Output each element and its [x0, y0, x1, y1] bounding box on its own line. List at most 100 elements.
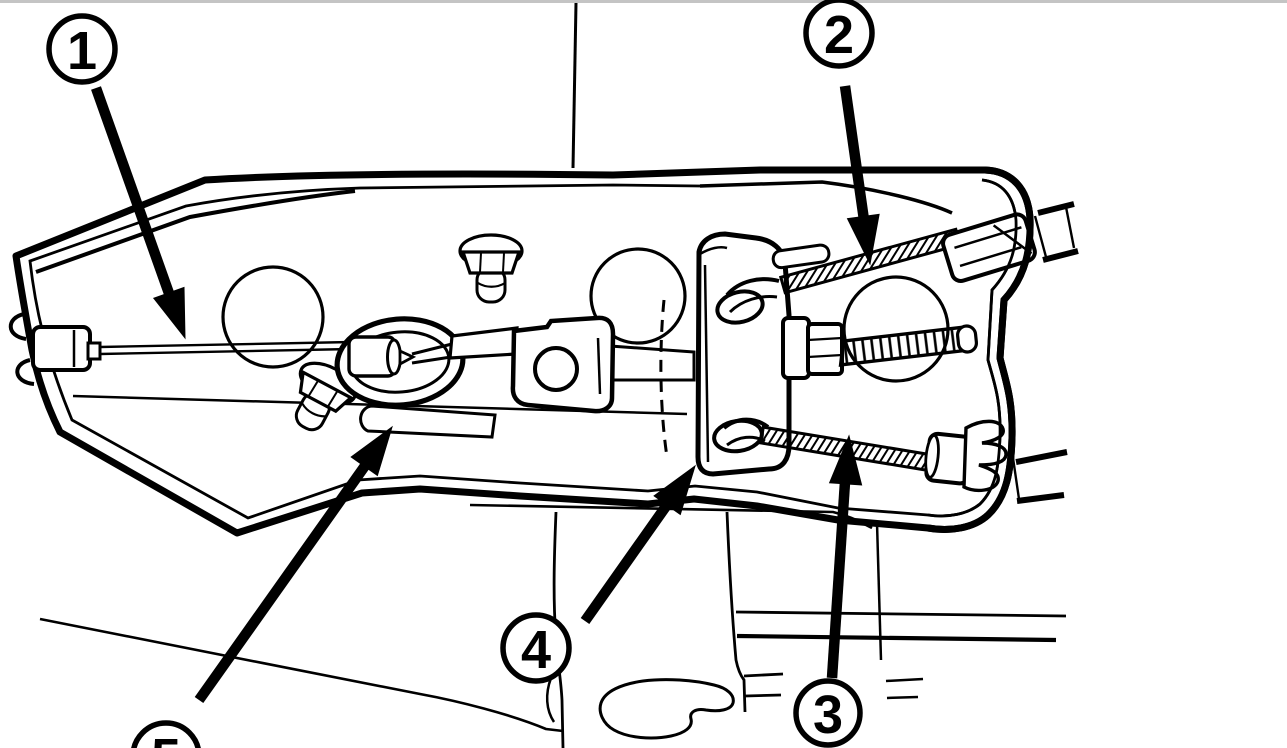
top-edge-border — [0, 0, 1287, 3]
equalizer-stem-bottom — [411, 355, 452, 365]
arrow-shaft — [580, 498, 674, 625]
frame-line-arc — [545, 677, 556, 723]
adjuster-link — [448, 326, 696, 382]
callout-number: 1 — [67, 21, 97, 81]
cable-wire-bottom — [99, 347, 353, 356]
mounting-bolt-upper — [458, 233, 524, 304]
callout-circle — [46, 13, 118, 85]
callout-5: 5 — [131, 720, 201, 748]
adjuster-nut — [806, 322, 844, 376]
plate-top-notch — [699, 246, 728, 256]
bolt-hex — [460, 250, 522, 275]
callout-number: 3 — [813, 685, 843, 745]
arrow-shaft — [194, 459, 372, 704]
housing-stub-2 — [1042, 248, 1079, 263]
housing-stub-3 — [1015, 449, 1068, 465]
housing-stub-4 — [1016, 492, 1065, 504]
bolt-hex-facet-2 — [327, 390, 338, 407]
nut-facet-1 — [807, 336, 843, 342]
bracket-hole-left — [221, 265, 325, 369]
arrow-head — [350, 425, 393, 477]
clevis-hole — [533, 346, 579, 392]
cable-button-flange — [386, 338, 402, 376]
frame-stub-4 — [886, 695, 919, 700]
frame-rail-line-1 — [735, 610, 1067, 618]
callout-arrow-2 — [839, 85, 880, 266]
fitting-line-2 — [959, 246, 1022, 268]
clevis-edge-line — [596, 337, 602, 395]
arrow-head — [828, 434, 863, 486]
frame-line-vertical-2 — [725, 511, 747, 713]
bracket-flange-line — [35, 189, 356, 274]
frame-stub-2 — [744, 693, 782, 698]
arrow-head — [846, 213, 880, 266]
callout-number: 2 — [824, 5, 854, 65]
bolt-stud-band — [477, 282, 506, 288]
bracket-edge-overlap — [927, 166, 1034, 533]
bracket-right-outer — [927, 166, 1034, 533]
bracket-hole-middle — [589, 247, 687, 345]
frame-stub-1 — [743, 672, 784, 678]
floorpan-seam-diagonal — [39, 617, 564, 733]
adjuster-rod — [781, 316, 979, 380]
plate-hidden-edge — [659, 299, 669, 458]
fitting-cap — [924, 434, 940, 479]
bracket-right-inner — [927, 178, 1018, 518]
bolt-hex-facet-1 — [307, 380, 319, 397]
upper-cable-hook-outer — [725, 277, 780, 297]
bolt-stud-band — [301, 403, 327, 418]
bracket-left-tab-1 — [8, 312, 27, 341]
equalizer — [334, 316, 497, 439]
callout-arrow-4 — [580, 464, 696, 625]
frame-rail-line-2 — [736, 633, 1057, 643]
callout-arrow-3 — [826, 434, 863, 679]
floorpan-hole-blob — [598, 678, 735, 740]
callout-arrow-5 — [194, 425, 393, 704]
callout-1: 1 — [46, 13, 118, 85]
rod-tip — [955, 324, 979, 354]
equalizer-stem-top — [411, 342, 453, 356]
rod-trunnion — [781, 316, 811, 380]
fitting-line-1 — [954, 226, 1022, 249]
callout-2: 2 — [803, 0, 875, 69]
arrow-head — [152, 286, 186, 340]
plate-fold-line — [703, 264, 710, 463]
anti-rattle-clip — [771, 243, 831, 270]
cable-end-cap — [31, 325, 92, 372]
arrow-head — [653, 464, 696, 516]
bolt-hex-facet-2 — [502, 252, 505, 273]
cable-housing-fitting-lower — [924, 431, 974, 486]
frame-stub-3 — [885, 677, 924, 683]
callout-arrows — [91, 85, 880, 704]
arrow-shaft — [91, 86, 176, 301]
adjuster-clevis — [510, 315, 616, 414]
housing-edge-1 — [1033, 215, 1048, 258]
housing-edge-3 — [1011, 457, 1021, 500]
bolt-hex-facet-1 — [479, 252, 482, 273]
nut-facet-2 — [807, 353, 843, 359]
bracket-left-tab-2 — [15, 358, 35, 386]
callout-circle — [803, 0, 875, 69]
housing-stub-1 — [1037, 201, 1075, 216]
callout-number: 4 — [521, 620, 551, 680]
callout-circle — [793, 678, 863, 748]
callouts: 1 2 3 4 5 — [46, 0, 875, 748]
arrow-shaft — [839, 85, 870, 221]
cable-mounting-plate — [659, 231, 792, 477]
callout-3: 3 — [793, 678, 863, 748]
link-rod-rear — [608, 344, 696, 382]
cable-end-nub — [86, 341, 102, 361]
callout-circle — [500, 612, 572, 684]
upper-cable-hook-inner — [728, 295, 778, 314]
callout-arrow-1 — [91, 86, 186, 340]
cable-button-cone — [398, 348, 417, 367]
housing-edge-2 — [1064, 206, 1076, 249]
callout-number: 5 — [151, 728, 181, 748]
lower-cable-hook-outer — [722, 417, 770, 430]
background-seam-lines — [39, 2, 1067, 748]
cable-wire-top — [99, 340, 353, 349]
bracket-lower-edge-line — [469, 503, 873, 530]
callout-4: 4 — [500, 612, 572, 684]
